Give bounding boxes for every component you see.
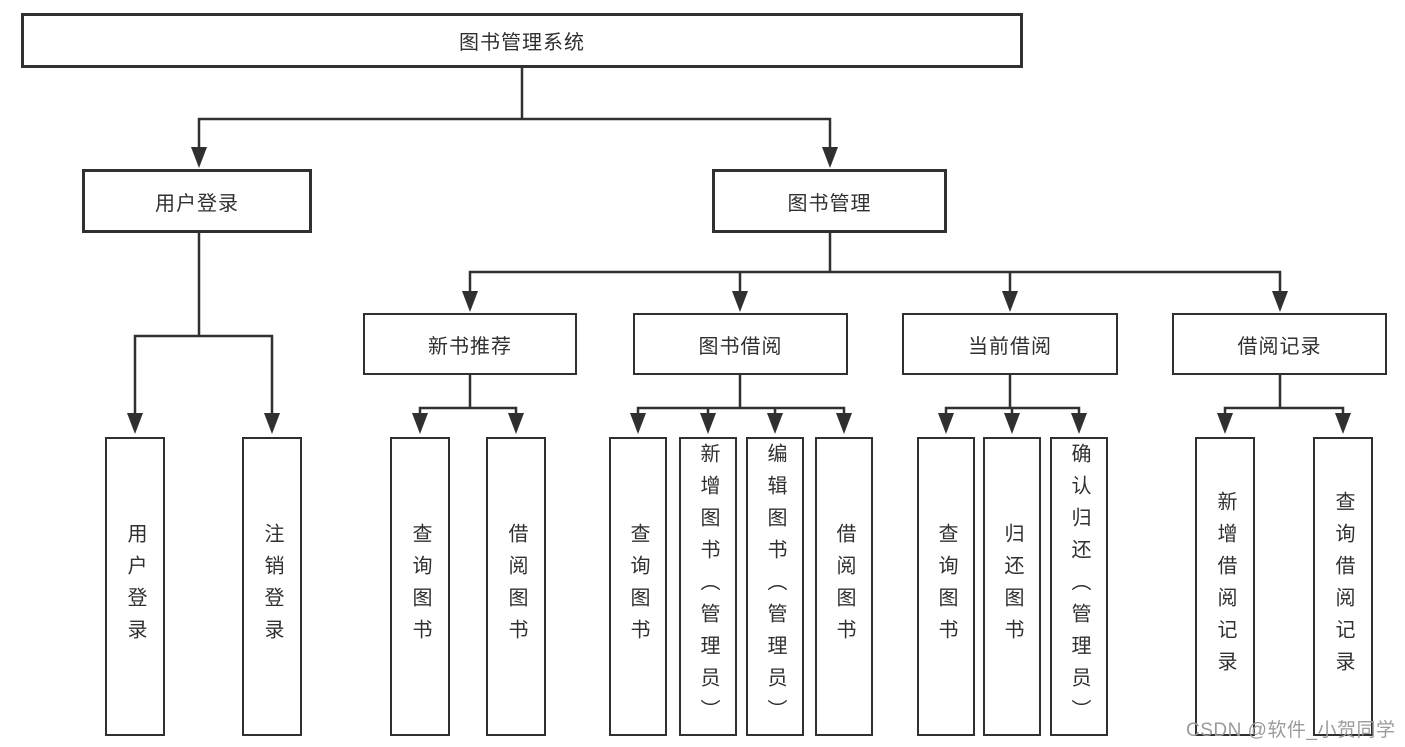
node-book-borrowing: 图书借阅 [633,313,848,375]
node-current-borrowing: 当前借阅 [902,313,1118,375]
leaf-borrowing-edit-books-admin: 编辑图书（管理员） [746,437,804,736]
leaf-recommend-query-books: 查询图书 [390,437,450,736]
node-borrowing-records: 借阅记录 [1172,313,1387,375]
leaf-logout: 注销登录 [242,437,302,736]
node-book-management: 图书管理 [712,169,947,233]
node-new-book-recommend: 新书推荐 [363,313,577,375]
leaf-records-query-record: 查询借阅记录 [1313,437,1373,736]
node-library-system: 图书管理系统 [21,13,1023,68]
csdn-watermark: CSDN @软件_小贺同学 [1186,720,1396,741]
leaf-user-login: 用户登录 [105,437,165,736]
leaf-recommend-borrow-books: 借阅图书 [486,437,546,736]
leaf-records-add-record: 新增借阅记录 [1195,437,1255,736]
leaf-current-confirm-return-admin: 确认归还（管理员） [1050,437,1108,736]
leaf-borrowing-query-books: 查询图书 [609,437,667,736]
leaf-current-query-books: 查询图书 [917,437,975,736]
node-user-login: 用户登录 [82,169,312,233]
leaf-current-return-books: 归还图书 [983,437,1041,736]
leaf-borrowing-add-books-admin: 新增图书（管理员） [679,437,737,736]
leaf-borrowing-borrow-books: 借阅图书 [815,437,873,736]
